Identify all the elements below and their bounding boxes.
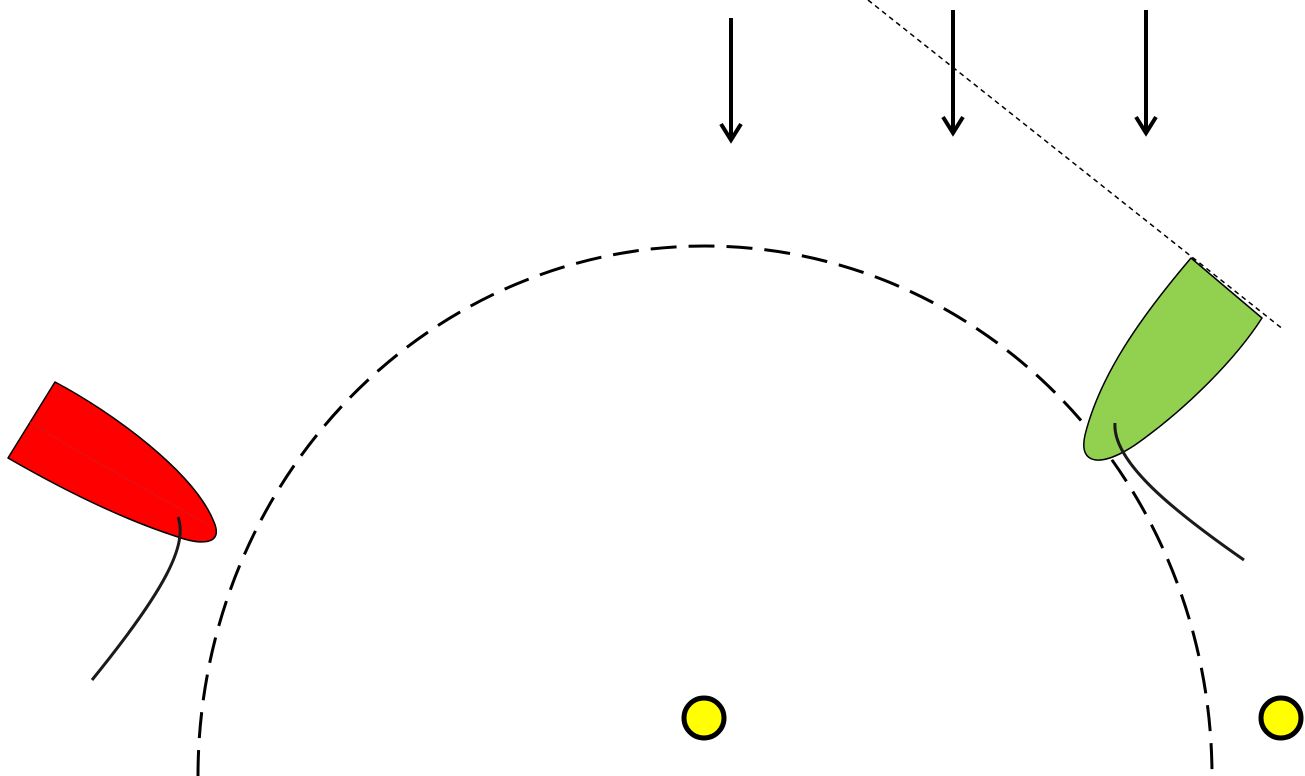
green-boat-icon [1084, 258, 1262, 560]
yellow-marker [1261, 698, 1301, 738]
red-boat-icon [8, 382, 216, 680]
arrow-down-icon [1136, 10, 1156, 133]
red-boat-sail [92, 517, 180, 680]
arrow-down-icon [721, 18, 741, 140]
red-boat-hull [8, 382, 216, 542]
dotted-direction-line [868, 0, 1284, 330]
yellow-marker [684, 698, 724, 738]
arrow-down-icon [943, 10, 963, 133]
green-boat-hull [1084, 258, 1262, 460]
